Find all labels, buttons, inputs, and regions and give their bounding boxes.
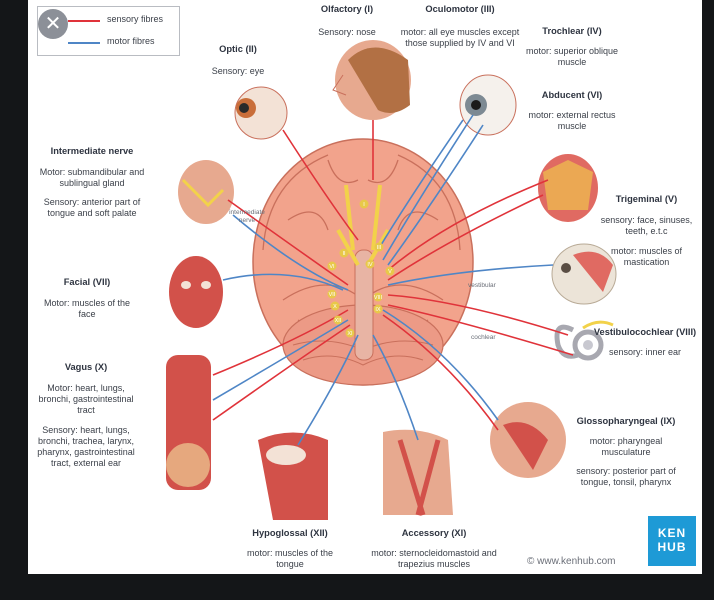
vagus-sensory: Sensory: heart, lungs, bronchi, trachea,…	[37, 425, 135, 468]
glossopharyngeal-sensory: sensory: posterior part of tongue, tonsi…	[576, 466, 676, 487]
svg-text:VIII: VIII	[374, 295, 383, 301]
numeral-XI: XI	[345, 328, 355, 338]
optic-title: Optic (II)	[219, 44, 257, 54]
trigeminal-label: Trigeminal (V) sensory: face, sinuses, t…	[594, 194, 699, 268]
optic-desc: Sensory: eye	[211, 66, 265, 76]
page-bottom-bar	[0, 574, 714, 600]
trochlear-desc: motor: superior oblique muscle	[525, 46, 619, 67]
vagus-label: Vagus (X) Motor: heart, lungs, bronchi, …	[32, 362, 140, 469]
logo-line-1: KEN	[657, 526, 687, 540]
vestibulocochlear-title: Vestibulocochlear (VIII)	[593, 327, 697, 337]
trochlear-title: Trochlear (IV)	[542, 26, 602, 36]
svg-text:II: II	[342, 251, 346, 257]
abducent-desc: motor: external rectus muscle	[528, 110, 616, 131]
copyright-text: © www.kenhub.com	[527, 556, 616, 567]
accessory-label: Accessory (XI) motor: sternocleidomastoi…	[364, 528, 504, 570]
accessory-neck-picture	[383, 429, 453, 516]
nerve-fibres	[212, 114, 574, 446]
close-icon: ✕	[44, 13, 62, 35]
intermediate-nerve-annotation: intermediate nerve	[229, 209, 265, 224]
trochlear-label: Trochlear (IV) motor: superior oblique m…	[522, 26, 622, 68]
numeral-XII: XII	[333, 315, 343, 325]
facial-title: Facial (VII)	[63, 277, 111, 287]
numeral-IV: IV	[365, 259, 375, 269]
vagus-motor: Motor: heart, lungs, bronchi, gastrointe…	[38, 383, 134, 415]
numeral-VI: VI	[327, 261, 337, 271]
abducent-title: Abducent (VI)	[541, 90, 603, 100]
numeral-II: II	[339, 248, 349, 258]
motor-legend-swatch	[68, 42, 100, 44]
svg-text:VI: VI	[329, 264, 335, 270]
vestibulocochlear-desc: sensory: inner ear	[608, 347, 682, 357]
svg-text:III: III	[377, 245, 382, 251]
hypoglossal-title: Hypoglossal (XII)	[252, 528, 328, 538]
intermediate-head-picture	[178, 160, 234, 224]
intermediate-label: Intermediate nerve Motor: submandibular …	[32, 146, 152, 219]
olfactory-desc: Sensory: nose	[318, 27, 376, 37]
skull-picture	[551, 243, 617, 305]
olfactory-label: Olfactory (I) Sensory: nose	[292, 4, 402, 38]
intermediate-motor: Motor: submandibular and sublingual glan…	[39, 167, 145, 188]
vestibular-annotation: vestibular	[468, 282, 496, 289]
cranial-nerves-illustration: I II III IV V VI VII VIII IX X XI XII	[166, 40, 617, 520]
glossopharyngeal-label: Glossopharyngeal (IX) motor: pharyngeal …	[564, 416, 688, 488]
numeral-VII: VII	[327, 289, 337, 299]
hypoglossal-desc: motor: muscles of the tongue	[246, 548, 334, 569]
oculomotor-title: Oculomotor (III)	[425, 4, 495, 14]
facial-desc: Motor: muscles of the face	[43, 298, 131, 319]
glossopharyngeal-motor: motor: pharyngeal musculature	[589, 436, 663, 457]
olfactory-title: Olfactory (I)	[320, 4, 374, 14]
facial-muscles-picture	[169, 256, 223, 328]
motor-legend-label: motor fibres	[107, 36, 155, 46]
svg-text:X: X	[333, 304, 337, 310]
optic-label: Optic (II) Sensory: eye	[198, 44, 278, 77]
oculomotor-label: Oculomotor (III) motor: all eye muscles …	[398, 4, 522, 49]
diagram-canvas: I II III IV V VI VII VIII IX X XI XII se…	[28, 0, 702, 574]
optic-eye-picture	[234, 86, 288, 140]
oculomotor-eye-picture	[459, 74, 517, 136]
svg-text:I: I	[363, 202, 365, 208]
facial-label: Facial (VII) Motor: muscles of the face	[42, 277, 132, 320]
numeral-I: I	[359, 199, 369, 209]
glossopharyngeal-title: Glossopharyngeal (IX)	[576, 416, 676, 426]
sensory-legend-label: sensory fibres	[107, 14, 164, 24]
close-button[interactable]: ✕	[38, 9, 68, 39]
hypoglossal-tongue-picture	[258, 432, 328, 520]
svg-text:XII: XII	[335, 318, 342, 324]
intermediate-sensory: Sensory: anterior part of tongue and sof…	[43, 197, 141, 218]
abducent-label: Abducent (VI) motor: external rectus mus…	[522, 90, 622, 132]
logo-line-2: HUB	[657, 540, 687, 554]
hypoglossal-label: Hypoglossal (XII) motor: muscles of the …	[234, 528, 346, 570]
brain-illustration	[252, 138, 474, 386]
svg-text:XI: XI	[347, 331, 353, 337]
trigeminal-title: Trigeminal (V)	[615, 194, 678, 204]
svg-text:VII: VII	[329, 292, 336, 298]
svg-text:IX: IX	[375, 307, 381, 313]
vagus-organs-picture	[166, 355, 211, 490]
numeral-V: V	[385, 266, 395, 276]
accessory-desc: motor: sternocleidomastoid and trapezius…	[371, 548, 497, 569]
vagus-title: Vagus (X)	[64, 362, 108, 372]
numeral-X: X	[330, 301, 340, 311]
accessory-title: Accessory (XI)	[401, 528, 467, 538]
vestibulocochlear-label: Vestibulocochlear (VIII) sensory: inner …	[588, 327, 702, 358]
trigeminal-motor: motor: muscles of mastication	[610, 246, 683, 267]
oculomotor-desc: motor: all eye muscles except those supp…	[400, 27, 520, 48]
trigeminal-sensory: sensory: face, sinuses, teeth, e.t.c	[600, 215, 693, 236]
cochlear-annotation: cochlear	[471, 334, 496, 341]
sensory-legend-swatch	[68, 20, 100, 22]
svg-text:IV: IV	[367, 262, 373, 268]
trigeminal-head-picture	[538, 154, 598, 222]
numeral-III: III	[374, 242, 384, 252]
olfactory-head-picture	[332, 40, 411, 120]
intermediate-title: Intermediate nerve	[50, 146, 134, 156]
numeral-VIII: VIII	[373, 292, 383, 302]
svg-text:V: V	[388, 269, 392, 275]
glossopharyngeal-head-picture	[490, 402, 566, 478]
kenhub-logo[interactable]: KEN HUB	[648, 516, 696, 566]
inner-ear-picture	[554, 320, 614, 361]
numeral-IX: IX	[373, 304, 383, 314]
numeral-labels: I II III IV V VI VII VIII IX X XI XII	[327, 199, 395, 338]
